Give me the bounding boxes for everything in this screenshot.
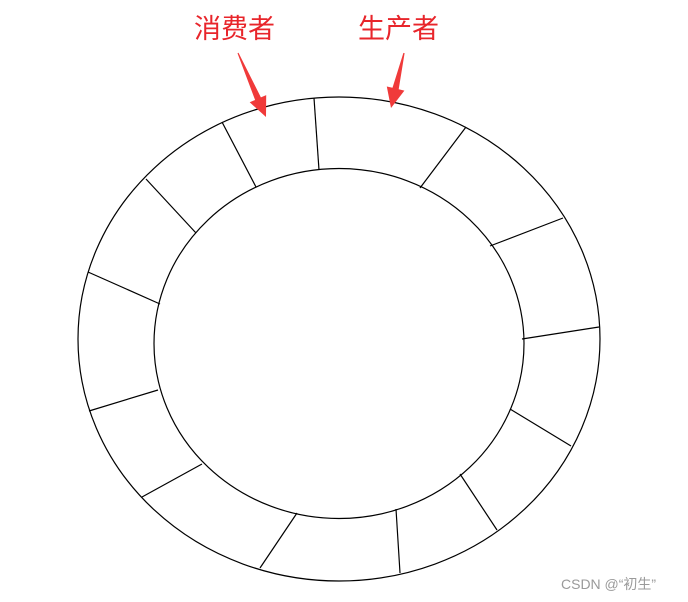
slot-divider-line <box>88 389 159 412</box>
slot-divider-line <box>87 271 161 305</box>
slot-dividers <box>87 97 600 574</box>
slot-divider-line <box>313 97 320 171</box>
outer-ring-ellipse <box>77 96 601 582</box>
slot-divider-line <box>489 217 564 247</box>
producer-label: 生产者 <box>358 14 439 45</box>
slot-divider-line <box>419 126 467 189</box>
inner-ring-ellipse <box>153 167 525 520</box>
producer-arrow-icon <box>386 52 405 108</box>
slot-divider-line <box>395 508 401 574</box>
slot-divider-line <box>259 512 298 569</box>
slot-divider-line <box>141 463 203 498</box>
consumer-arrow-icon <box>237 52 267 117</box>
slot-divider-line <box>221 121 257 188</box>
pointer-arrows <box>237 52 405 117</box>
csdn-watermark: CSDN @“初生” <box>561 576 657 592</box>
slot-divider-line <box>521 326 600 340</box>
slot-divider-line <box>509 408 572 447</box>
slot-divider-line <box>145 178 197 234</box>
consumer-label: 消费者 <box>194 14 275 45</box>
slot-divider-line <box>459 473 498 531</box>
